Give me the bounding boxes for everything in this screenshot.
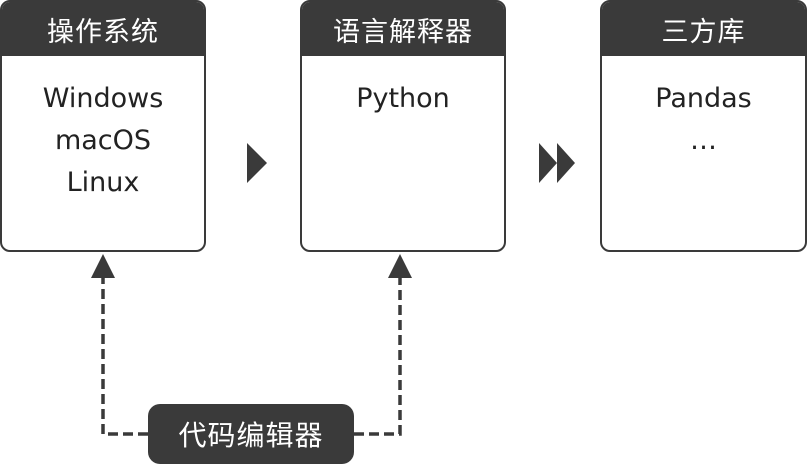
os-box: 操作系统 Windows macOS Linux <box>0 0 206 252</box>
os-item: macOS <box>54 125 152 156</box>
os-box-title: 操作系统 <box>2 2 204 56</box>
os-box-items: Windows macOS Linux <box>2 56 204 204</box>
library-box: 三方库 Pandas … <box>600 0 807 252</box>
interpreter-box-items: Python <box>302 56 504 120</box>
double-arrow-icon <box>539 143 575 183</box>
up-arrowhead-icon <box>91 254 115 278</box>
dashed-connector-editor-to-os <box>91 254 148 436</box>
single-arrow-icon <box>247 143 267 183</box>
interpreter-item: Python <box>356 83 450 114</box>
library-box-title: 三方库 <box>602 2 805 56</box>
library-box-items: Pandas … <box>602 56 805 162</box>
up-arrowhead-icon <box>388 254 412 278</box>
os-item: Windows <box>42 83 164 114</box>
os-item: Linux <box>66 167 140 198</box>
dashed-connector-editor-to-interpreter <box>354 254 412 436</box>
library-item: Pandas <box>655 83 752 114</box>
code-editor-label: 代码编辑器 <box>148 404 354 464</box>
library-item: … <box>690 125 717 156</box>
interpreter-box: 语言解释器 Python <box>300 0 506 252</box>
interpreter-box-title: 语言解释器 <box>302 2 504 56</box>
